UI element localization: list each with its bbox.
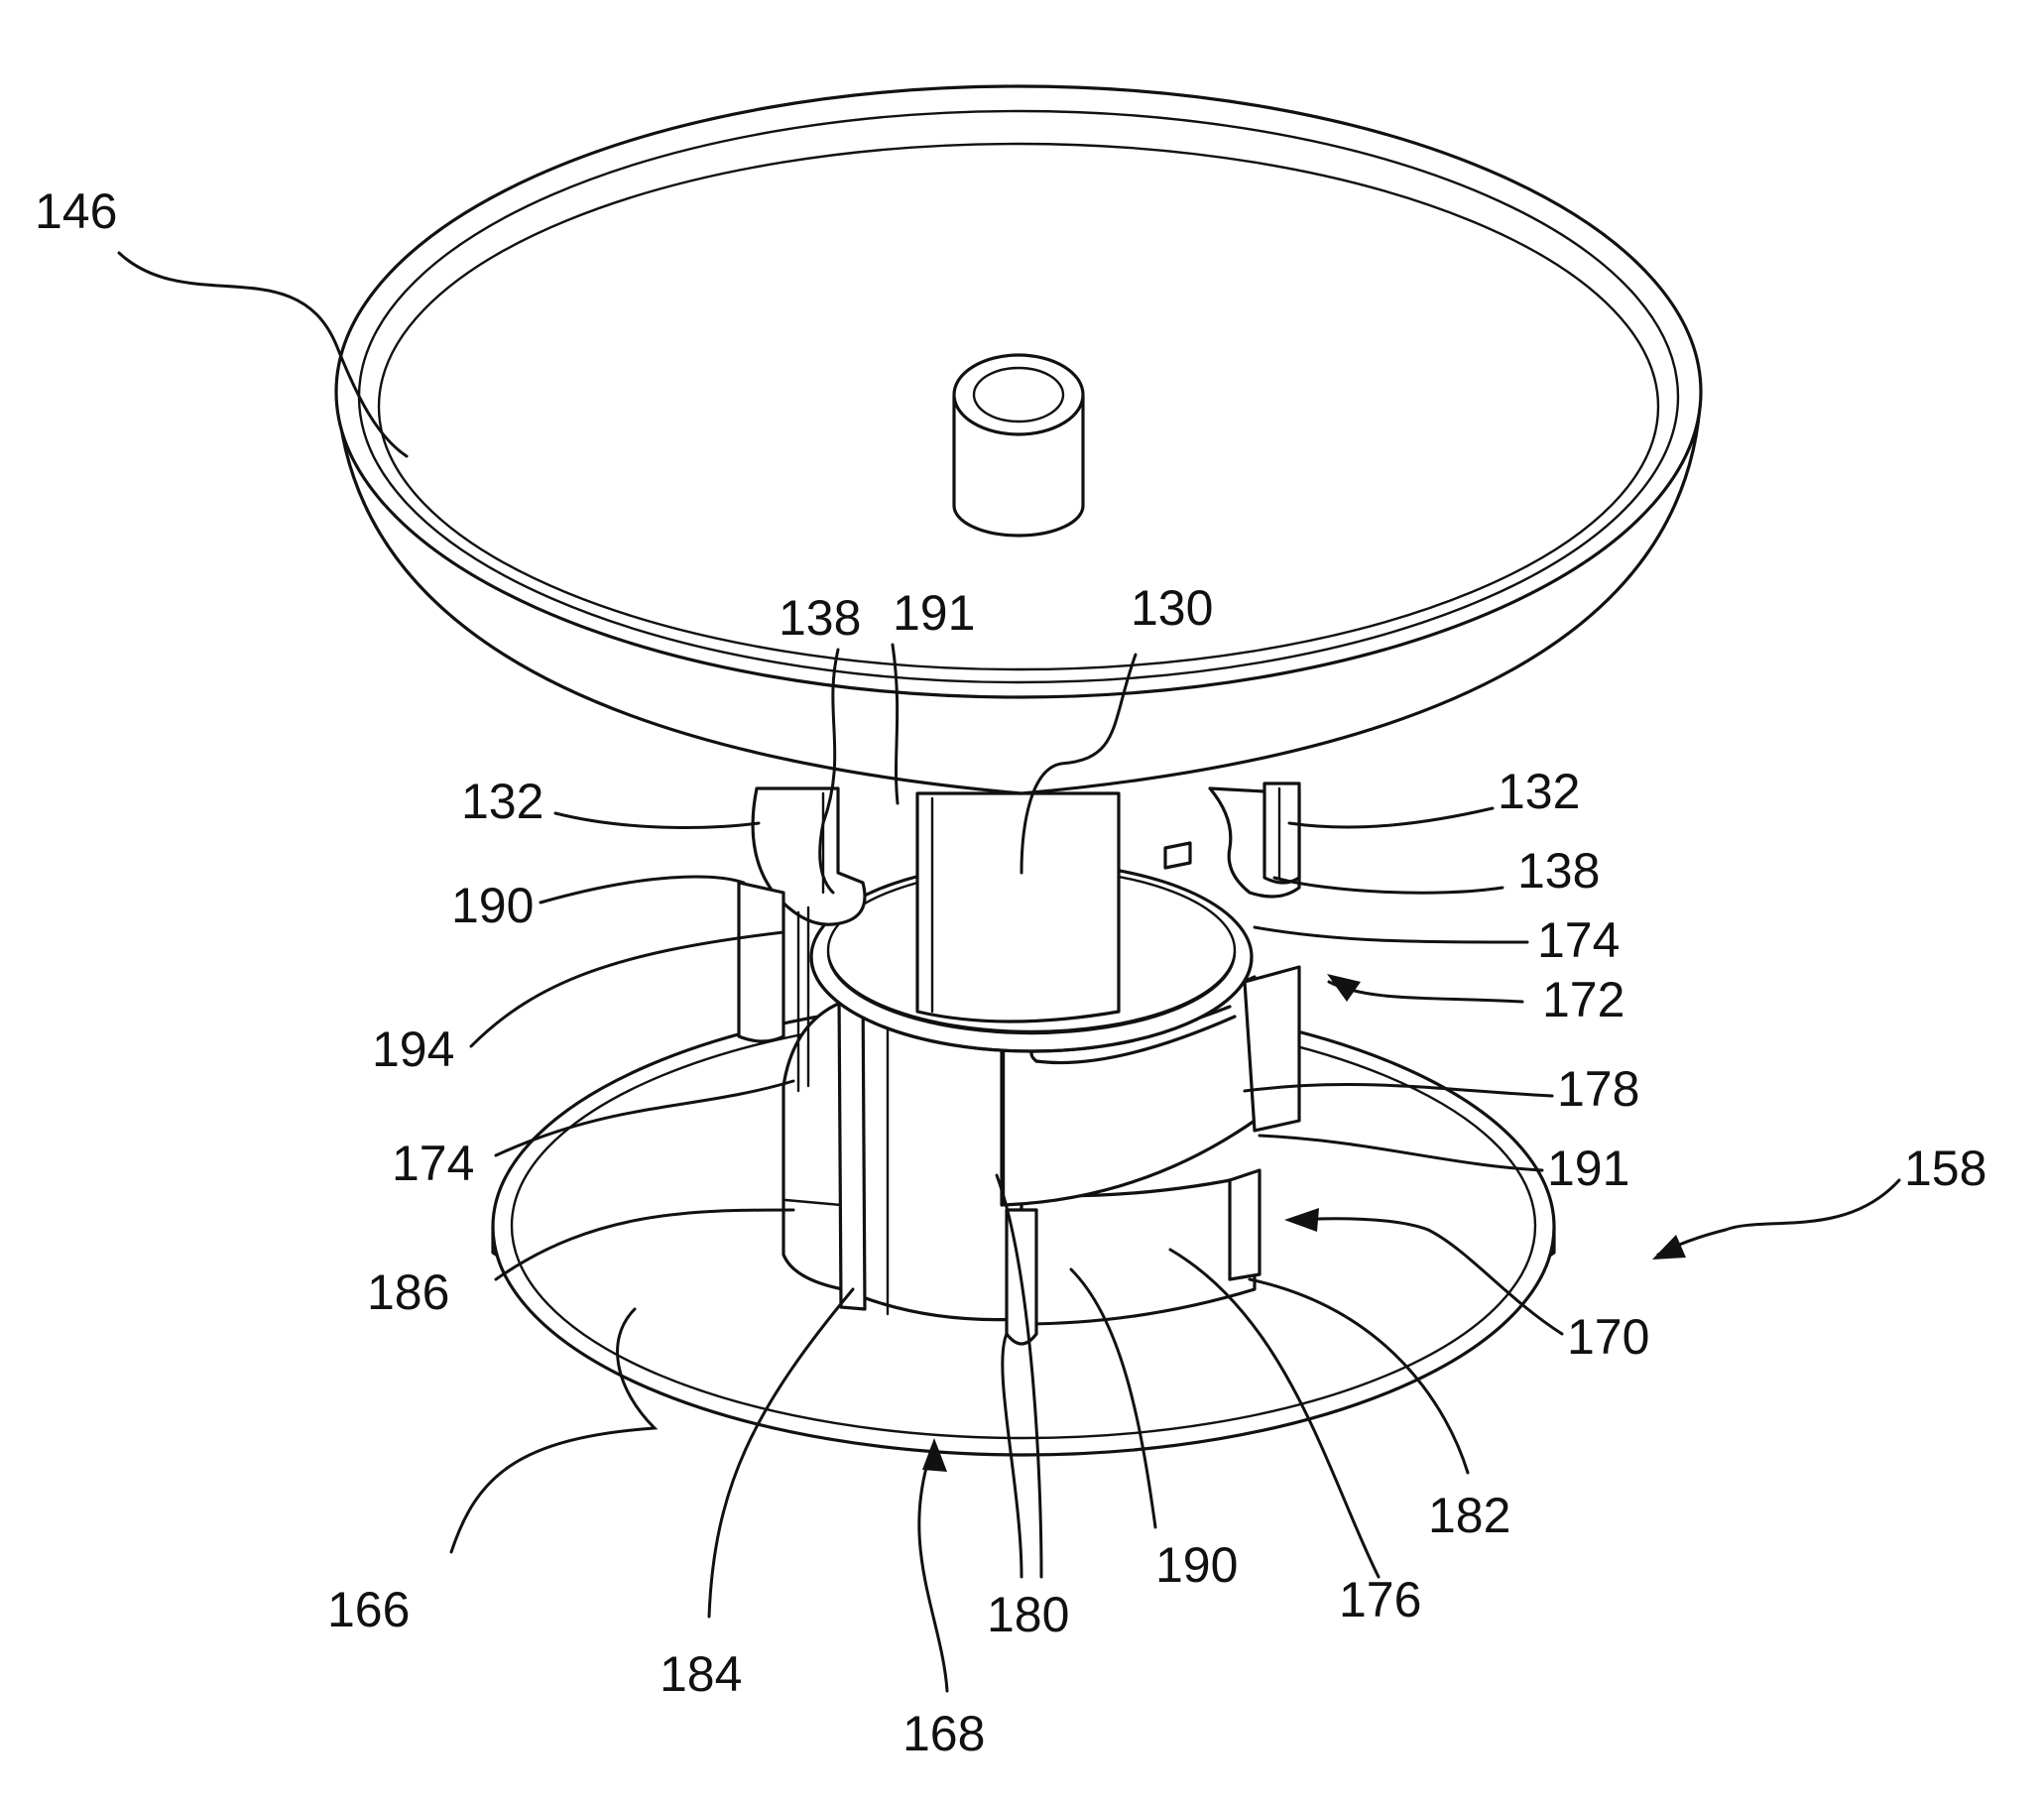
label-186: 186	[367, 1264, 449, 1320]
label-132-left: 132	[461, 774, 543, 829]
label-146: 146	[35, 183, 117, 239]
central-post	[917, 793, 1119, 1022]
label-138-left: 138	[779, 590, 861, 646]
label-170: 170	[1567, 1309, 1649, 1365]
label-130: 130	[1131, 580, 1213, 636]
label-190-left: 190	[451, 878, 534, 933]
label-174-right: 174	[1537, 912, 1620, 968]
label-138-right: 138	[1517, 843, 1600, 899]
label-190-bottom: 190	[1155, 1537, 1238, 1593]
label-194: 194	[372, 1022, 454, 1077]
label-166: 166	[327, 1582, 410, 1637]
label-180: 180	[987, 1587, 1069, 1642]
label-178: 178	[1557, 1061, 1639, 1117]
tray-tube	[954, 355, 1083, 536]
label-176: 176	[1339, 1572, 1421, 1627]
label-168: 168	[902, 1706, 985, 1761]
label-191-top: 191	[893, 585, 975, 641]
label-182: 182	[1428, 1488, 1510, 1543]
label-174-left: 174	[392, 1136, 474, 1191]
label-172: 172	[1542, 972, 1624, 1027]
label-191-bottom: 191	[1547, 1141, 1629, 1196]
label-184: 184	[660, 1646, 742, 1702]
label-158: 158	[1904, 1141, 1986, 1196]
label-132-right: 132	[1498, 764, 1580, 819]
